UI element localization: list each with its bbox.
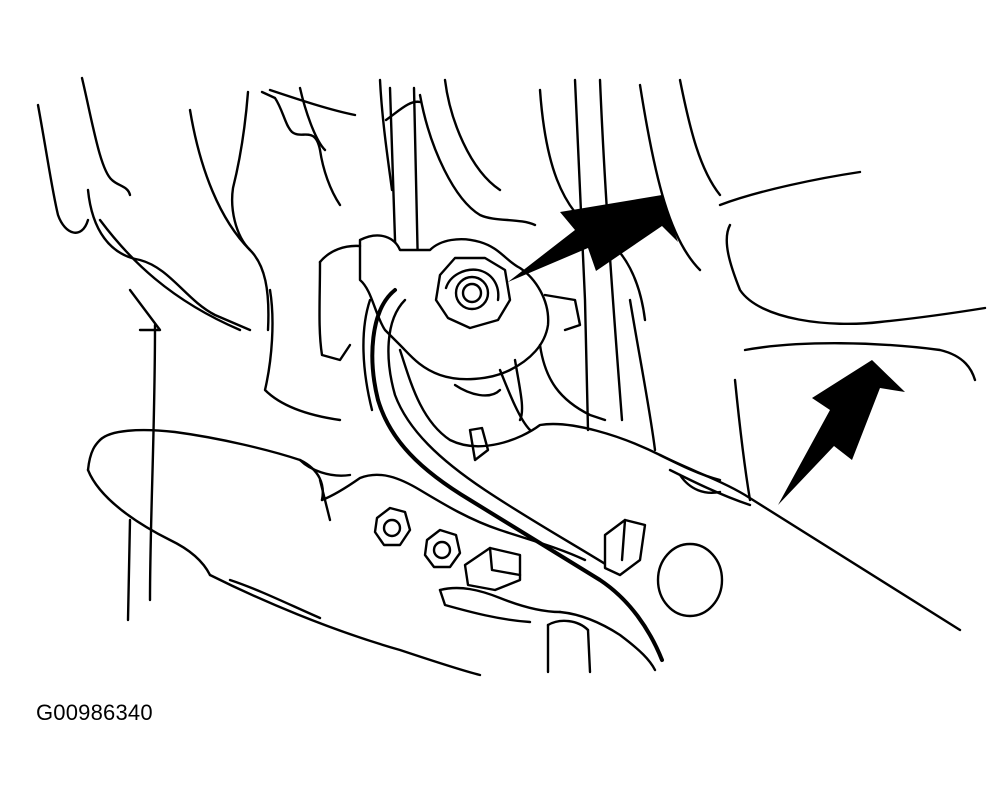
arm-boss — [603, 518, 724, 618]
upper-mount-bracket — [263, 234, 607, 422]
figure-id-label: G00986340 — [36, 700, 153, 725]
body-structure-lines — [36, 76, 394, 622]
arrow-lower — [778, 360, 905, 505]
wedge-block — [463, 546, 522, 592]
lower-bolt-left — [373, 506, 412, 547]
stabilizer-bar — [362, 288, 664, 662]
lower-bolt-right — [423, 528, 462, 569]
lower-post — [546, 619, 592, 674]
lower-arm — [398, 348, 962, 632]
control-arm-body — [86, 428, 657, 677]
arrow-upper — [508, 195, 678, 282]
upper-mount-nut — [434, 256, 512, 330]
